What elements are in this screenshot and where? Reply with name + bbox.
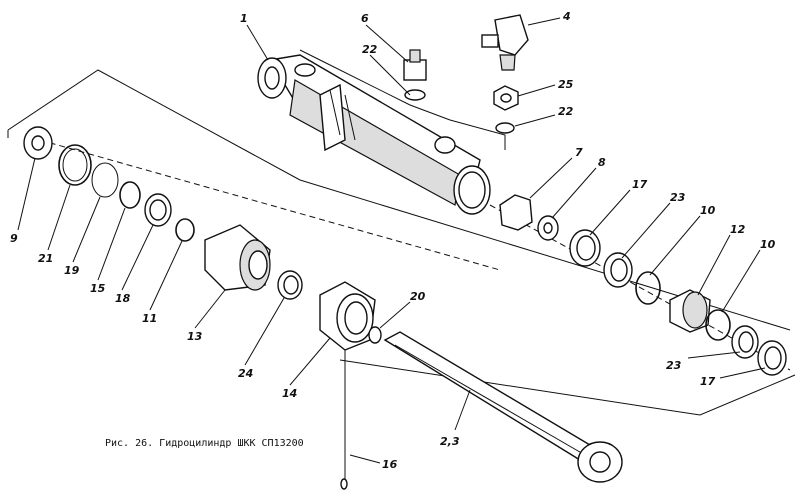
label-1: 1 [240, 12, 248, 25]
gland-14 [319, 281, 376, 351]
label-9: 9 [10, 232, 18, 245]
cylinder-body [257, 54, 491, 215]
seal-17a [569, 229, 601, 267]
fitting-6 [403, 49, 427, 101]
flange-9 [23, 126, 53, 160]
washer-22b [495, 122, 515, 134]
label-8: 8 [598, 156, 606, 169]
ring-21 [58, 144, 92, 186]
seal-23b [731, 325, 759, 359]
label-15: 15 [90, 282, 106, 295]
seal-23a [603, 252, 633, 288]
label-25: 25 [558, 78, 574, 91]
label-23b: 23 [666, 359, 682, 372]
label-16: 16 [382, 458, 398, 471]
bushing-12 [669, 289, 711, 333]
label-24: 24 [238, 367, 253, 380]
label-12: 12 [730, 223, 746, 236]
ring-19 [91, 162, 119, 198]
label-10a: 10 [700, 204, 716, 217]
ring-10a [635, 271, 661, 305]
label-13: 13 [187, 330, 203, 343]
label-10b: 10 [760, 238, 776, 251]
ring-20 [368, 326, 382, 344]
leader-lines [17, 17, 766, 464]
label-2-3: 2,3 [440, 435, 460, 448]
label-22a: 22 [362, 43, 378, 56]
label-14: 14 [282, 387, 297, 400]
label-18: 18 [115, 292, 131, 305]
label-4: 4 [562, 10, 571, 23]
nut-25 [493, 85, 519, 111]
label-17a: 17 [632, 178, 648, 191]
washer-8 [537, 215, 559, 241]
label-6: 6 [361, 12, 369, 25]
label-21: 21 [38, 252, 53, 265]
ring-11 [175, 218, 195, 242]
nut-7 [499, 194, 533, 231]
elbow-fitting [481, 14, 529, 71]
seal-17b [757, 340, 787, 376]
label-23a: 23 [670, 191, 686, 204]
label-20: 20 [410, 290, 426, 303]
ring-10b [705, 309, 731, 341]
rod-2-3 [383, 331, 623, 483]
bushing-24 [277, 270, 303, 300]
label-19: 19 [64, 264, 80, 277]
ring-18 [144, 193, 172, 227]
label-17b: 17 [700, 375, 716, 388]
pin-16 [340, 350, 348, 490]
label-22b: 22 [558, 105, 574, 118]
ring-15 [119, 181, 141, 209]
figure-caption: Рис. 26. Гидроцилиндр ШКК СП13200 [105, 438, 304, 449]
label-11: 11 [142, 312, 157, 325]
piston-13 [204, 224, 271, 291]
label-7: 7 [575, 146, 583, 159]
